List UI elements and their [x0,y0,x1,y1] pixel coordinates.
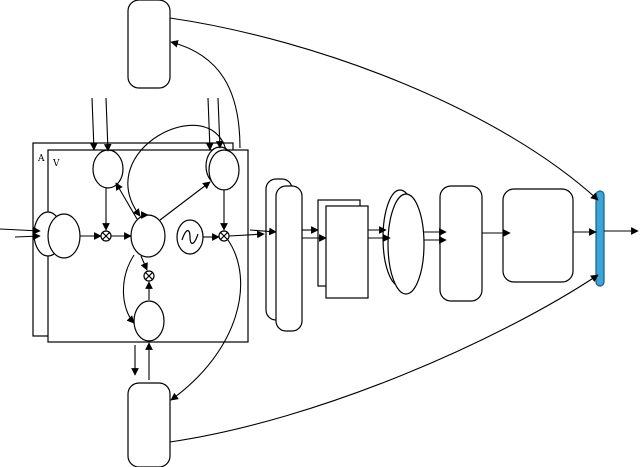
arrow [159,181,211,221]
multiply-icon [143,270,155,282]
gate-node-top-left [92,149,124,189]
arrow [127,124,227,217]
gate-node-bottom [133,300,165,342]
panel-a-label: A [37,154,45,164]
arrow [169,274,599,443]
arrow [103,97,112,152]
output-bar [595,190,605,287]
arrow [228,230,265,239]
top-block [127,0,171,89]
input-node [47,213,81,259]
layer-block-2 [325,205,369,299]
panel-v-label: V [52,159,60,169]
sine-wave-icon [181,230,199,244]
arrow [170,239,242,401]
multiply-icon [218,230,230,242]
arrow [89,97,98,151]
arrow [14,232,41,241]
arrow [122,254,135,324]
gate-node-top-right [208,149,240,191]
arrow [215,97,224,149]
arrow [205,97,214,151]
arrow [140,255,148,271]
arrow [169,17,599,201]
arrow [249,227,277,236]
cell-node [130,214,166,258]
layer-block-3 [387,193,425,295]
arrow [0,226,41,235]
arrow [170,40,241,149]
layer-block-1 [275,185,303,332]
layer-block-5 [502,188,574,283]
layer-block-4 [439,185,483,302]
multiply-icon [100,230,112,242]
bottom-block [127,382,171,467]
